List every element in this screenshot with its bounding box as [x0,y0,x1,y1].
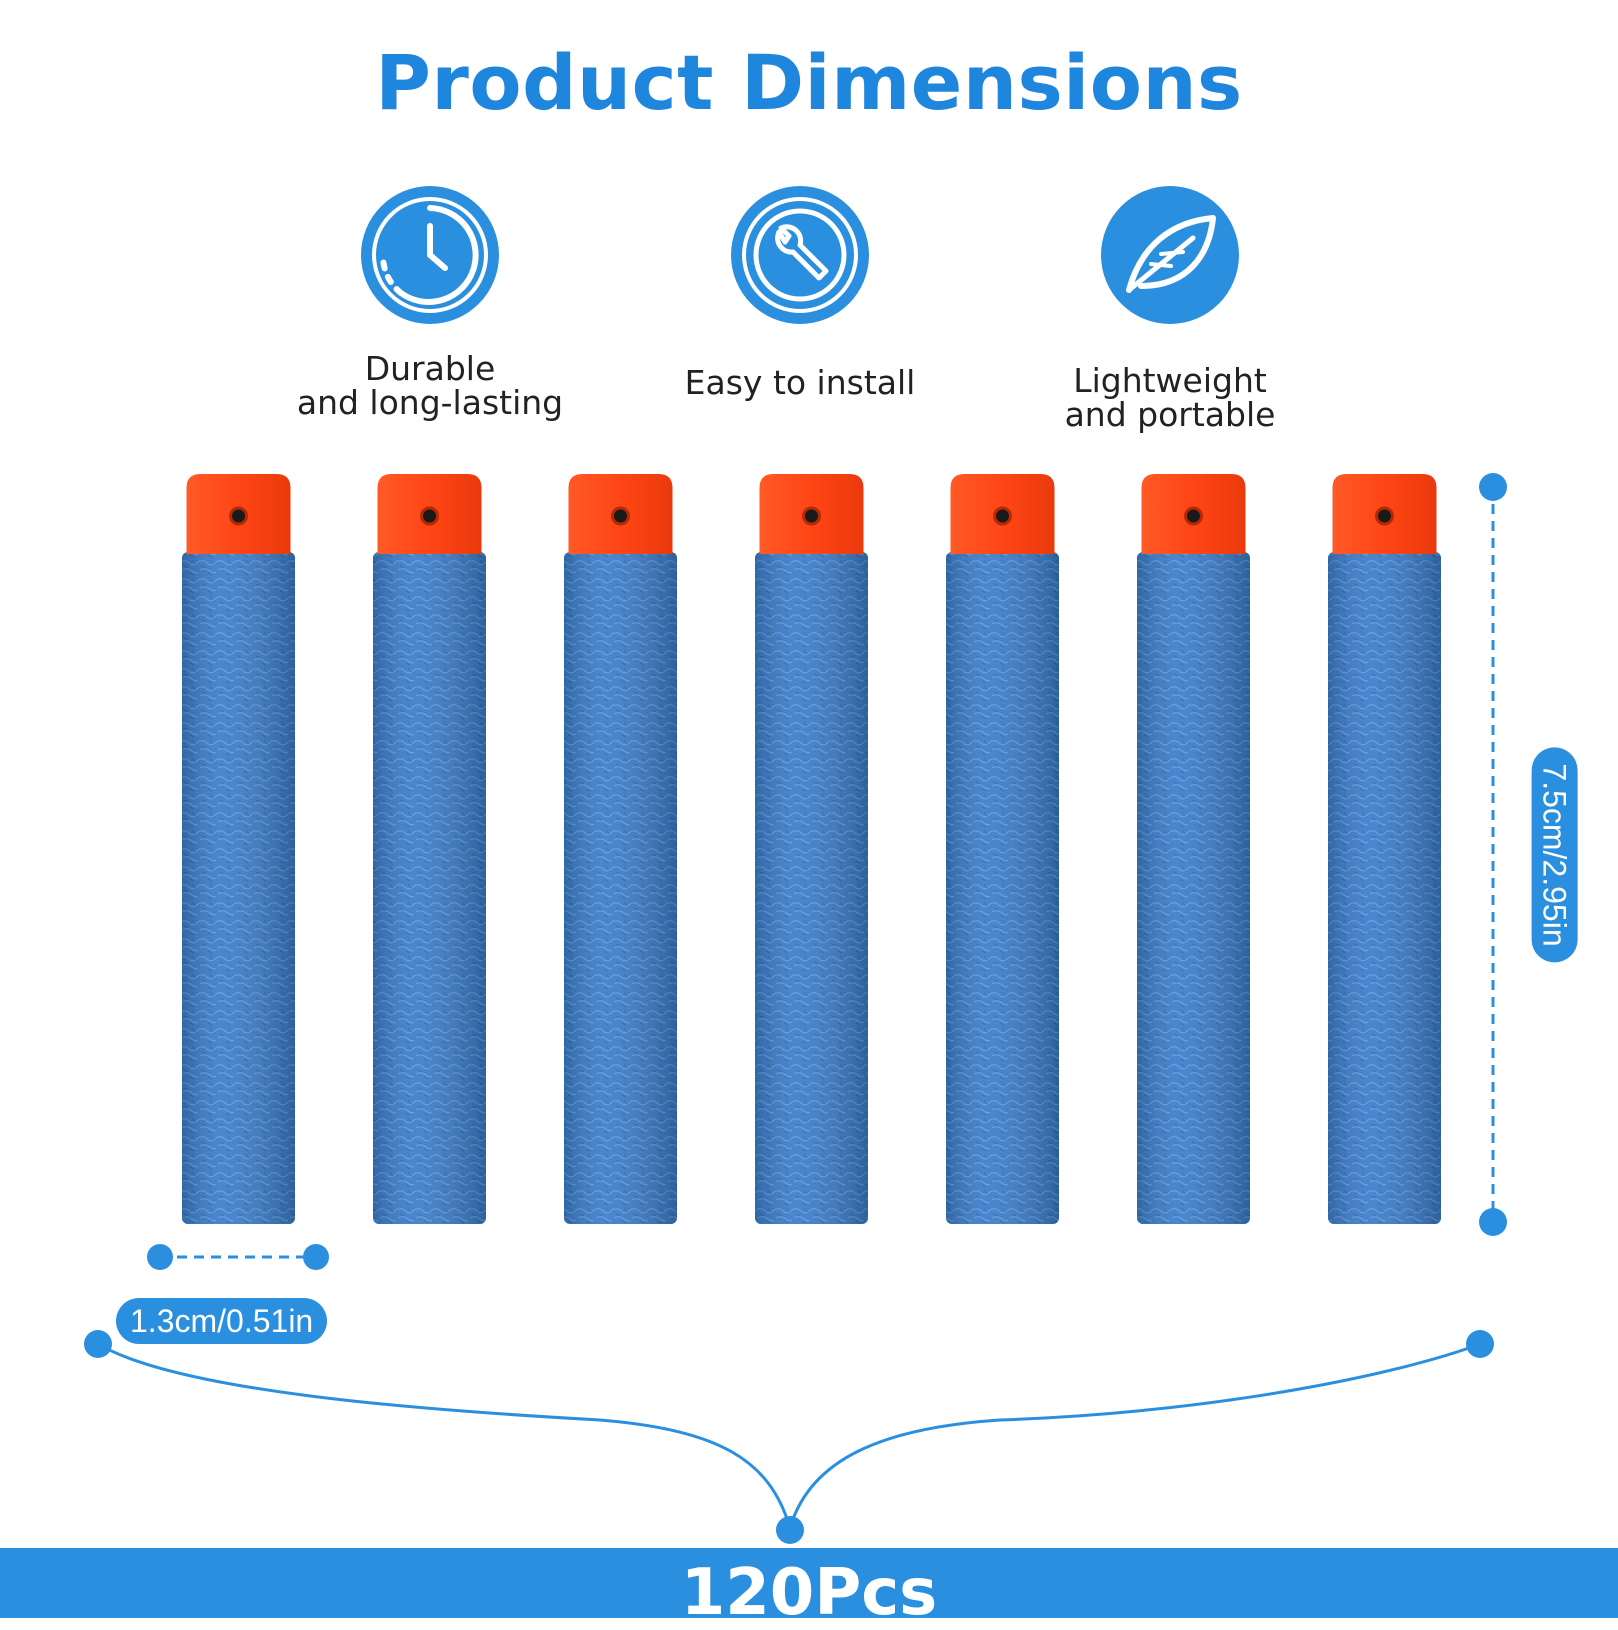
diameter-label: 1.3cm/0.51in [116,1298,328,1344]
feature-label: Easy to install [684,363,916,402]
darts-group [182,474,1441,1224]
foam-dart [182,474,295,1224]
width-marker [147,1244,329,1270]
feature-lightweight: Lightweight and portable [990,186,1350,432]
quantity-bar: 120Pcs [0,1548,1618,1630]
feature-badge [361,186,499,324]
wrench-icon [742,197,858,313]
foam-dart [755,474,868,1224]
feature-label: Durable and long-lasting [296,349,564,422]
dart-tip-hole [993,506,1012,526]
page-title: Product Dimensions [375,38,1243,127]
dart-tip-hole [1375,506,1394,526]
foam-dart [373,474,486,1224]
dart-tip-hole [1184,506,1203,526]
foam-dart [946,474,1059,1224]
dart-tip-hole [420,506,439,526]
quantity-label: 120Pcs [680,1556,938,1630]
clock-icon [372,197,488,313]
length-label: 7.5cm/2.95in [1531,747,1578,963]
dart-tip-hole [802,506,821,526]
foam-dart [564,474,677,1224]
dart-tip-hole [229,506,248,526]
feature-badge [1101,186,1239,324]
leaf-icon [1126,215,1216,293]
quantity-bracket [84,1330,1494,1544]
foam-dart [1328,474,1441,1224]
dart-tip-hole [611,506,630,526]
foam-dart [1137,474,1250,1224]
feature-label: Lightweight and portable [1064,361,1276,434]
feature-badge [731,186,869,324]
height-marker [1479,473,1507,1236]
feature-install: Easy to install [620,186,980,400]
feature-durable: Durable and long-lasting [250,186,610,420]
